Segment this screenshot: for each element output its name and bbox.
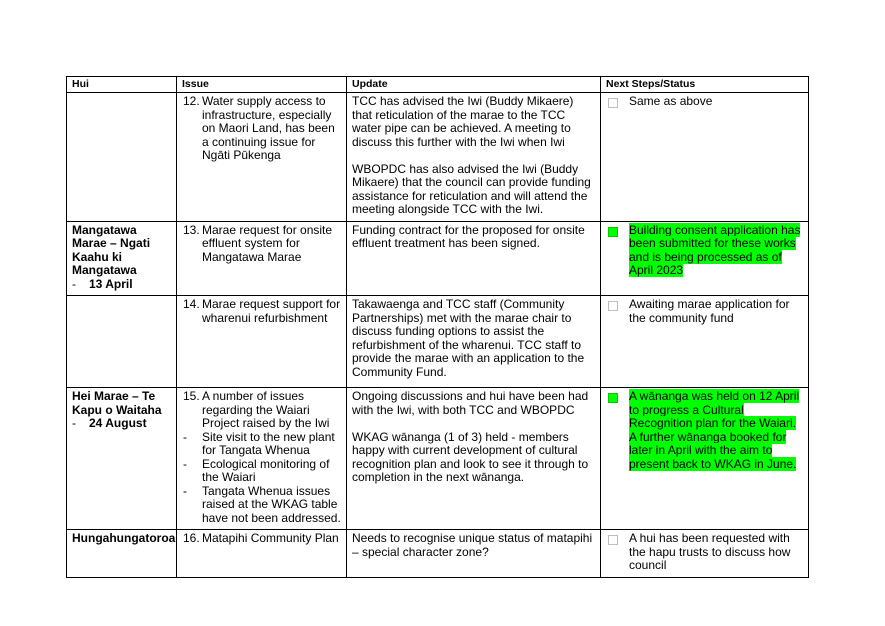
checkbox-square-icon — [608, 301, 618, 311]
table-row: Hungahungatoroa 16.Matapihi Community Pl… — [66, 529, 809, 578]
header-next-steps: Next Steps/Status — [600, 76, 809, 93]
status-text: Awaiting marae application for the commu… — [629, 297, 790, 325]
issue-number: 14. — [183, 297, 200, 311]
hui-cell: Hei Marae – Te Kapu o Waitaha -24 August — [66, 387, 177, 530]
checkbox-square-icon — [608, 226, 618, 237]
table-row: Hei Marae – Te Kapu o Waitaha -24 August… — [66, 387, 809, 530]
table-row: 14.Marae request support for wharenui re… — [66, 295, 809, 388]
update-paragraph: TCC has advised the Iwi (Buddy Mikaere) … — [352, 94, 574, 149]
minutes-table: Hui Issue Update Next Steps/Status 12.Wa… — [66, 76, 809, 578]
issue-cell: 15.A number of issues regarding the Waia… — [176, 387, 347, 530]
update-cell: Needs to recognise unique status of mata… — [346, 529, 601, 578]
dash-bullet: - — [183, 456, 187, 471]
issue-bullet-text: Tangata Whenua issues raised at the WKAG… — [202, 483, 341, 525]
hui-name: Hungahungatoroa — [72, 531, 176, 545]
issue-cell: 14.Marae request support for wharenui re… — [176, 295, 347, 388]
hui-name: Mangatawa Marae – Ngati Kaahu ki Mangata… — [72, 222, 151, 277]
issue-number: 15. — [183, 389, 200, 403]
hui-date: 24 August — [89, 416, 147, 430]
update-cell: Funding contract for the proposed for on… — [346, 220, 601, 296]
header-hui: Hui — [66, 76, 177, 93]
header-issue: Issue — [176, 76, 347, 93]
hui-name: Hei Marae – Te Kapu o Waitaha — [72, 389, 162, 417]
update-paragraph: Ongoing discussions and hui have been ha… — [352, 389, 589, 417]
dash-bullet: - — [183, 483, 187, 498]
update-cell: Ongoing discussions and hui have been ha… — [346, 387, 601, 530]
table-row: Mangatawa Marae – Ngati Kaahu ki Mangata… — [66, 220, 809, 296]
hui-date: 13 April — [89, 276, 133, 291]
issue-cell: 16.Matapihi Community Plan — [176, 529, 347, 578]
issue-number: 13. — [183, 222, 200, 237]
update-cell: Takawaenga and TCC staff (Community Part… — [346, 295, 601, 388]
update-paragraph: WKAG wānanga (1 of 3) held - members hap… — [352, 429, 589, 484]
status-text: Building consent application has been su… — [629, 222, 801, 277]
update-cell: TCC has advised the Iwi (Buddy Mikaere) … — [346, 92, 601, 222]
issue-bullet-text: Site visit to the new plant for Tangata … — [202, 429, 335, 457]
issue-text: Marae request support for wharenui refur… — [202, 297, 341, 325]
checkbox-square-icon — [608, 393, 618, 403]
hui-cell — [66, 295, 177, 388]
status-cell: Building consent application has been su… — [600, 220, 809, 296]
update-paragraph: Funding contract for the proposed for on… — [352, 222, 585, 250]
status-cell: A hui has been requested with the hapu t… — [600, 529, 809, 578]
status-text: A wānanga was held on 12 April to progre… — [629, 389, 800, 471]
status-cell: A wānanga was held on 12 April to progre… — [600, 387, 809, 530]
issue-text: Water supply access to infrastructure, e… — [202, 94, 335, 162]
dash-bullet: - — [72, 276, 76, 291]
issue-cell: 13.Marae request for onsite effluent sys… — [176, 220, 347, 296]
update-paragraph: WBOPDC has also advised the Iwi (Buddy M… — [352, 161, 591, 216]
checkbox-square-icon — [608, 535, 618, 545]
status-text: Same as above — [629, 94, 713, 108]
header-update: Update — [346, 76, 601, 93]
dash-bullet: - — [183, 429, 187, 444]
hui-cell: Hungahungatoroa — [66, 529, 177, 578]
status-text: A hui has been requested with the hapu t… — [629, 531, 791, 572]
hui-cell — [66, 92, 177, 222]
issue-bullet-text: Ecological monitoring of the Waiari — [202, 456, 330, 484]
status-cell: Awaiting marae application for the commu… — [600, 295, 809, 388]
table-row: 12.Water supply access to infrastructure… — [66, 92, 809, 222]
issue-text: A number of issues regarding the Waiari … — [202, 389, 330, 430]
issue-number: 16. — [183, 531, 200, 545]
status-cell: Same as above — [600, 92, 809, 222]
issue-text: Marae request for onsite effluent system… — [202, 222, 333, 264]
dash-bullet: - — [72, 416, 76, 430]
table-header-row: Hui Issue Update Next Steps/Status — [66, 76, 809, 93]
checkbox-square-icon — [608, 98, 618, 108]
hui-cell: Mangatawa Marae – Ngati Kaahu ki Mangata… — [66, 220, 177, 296]
issue-cell: 12.Water supply access to infrastructure… — [176, 92, 347, 222]
update-paragraph: Needs to recognise unique status of mata… — [352, 531, 593, 559]
issue-text: Matapihi Community Plan — [202, 531, 339, 545]
issue-number: 12. — [183, 94, 200, 108]
update-paragraph: Takawaenga and TCC staff (Community Part… — [352, 297, 585, 379]
